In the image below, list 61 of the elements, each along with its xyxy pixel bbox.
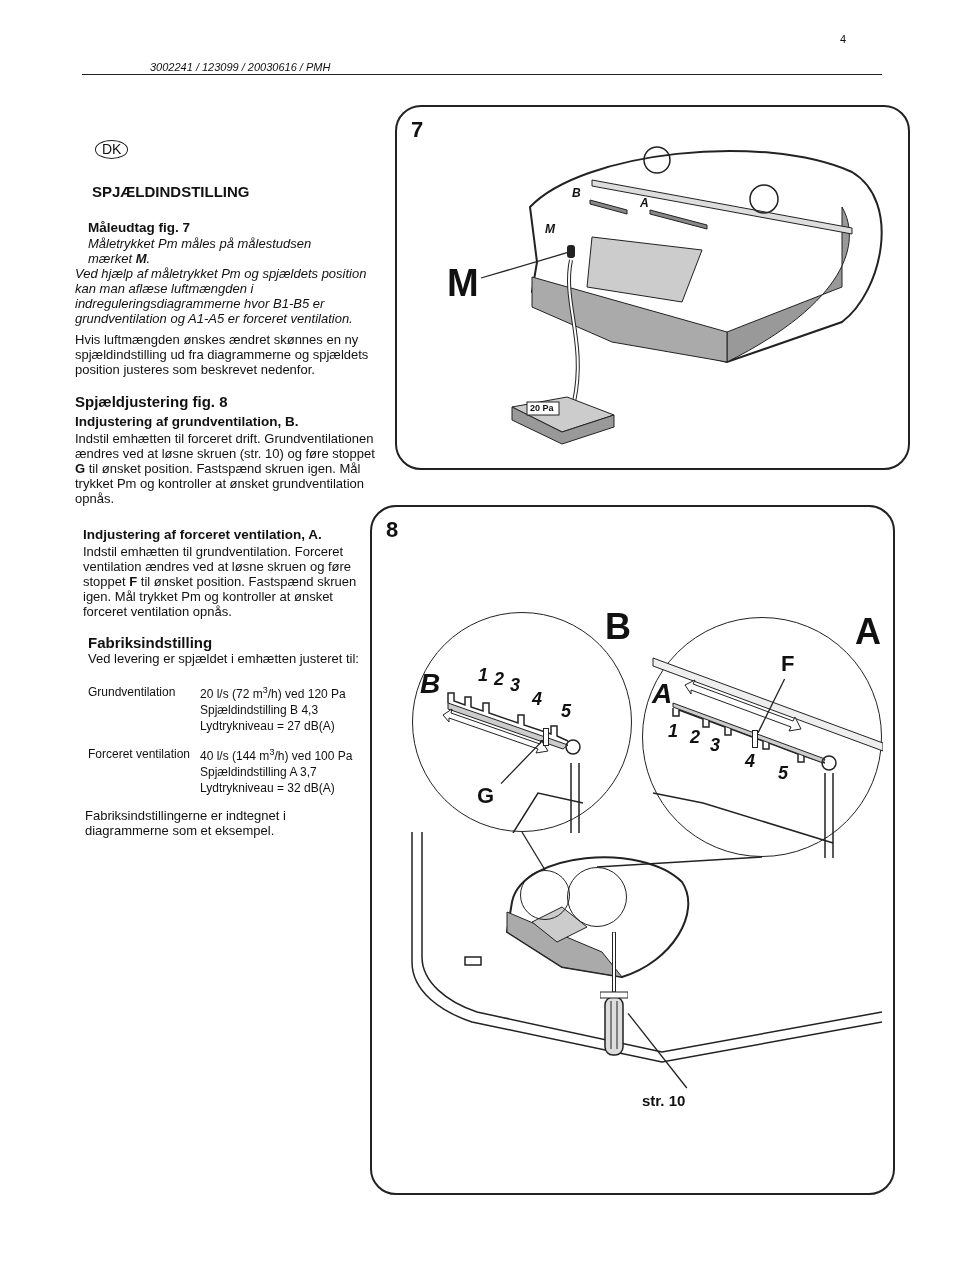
page-title: SPJÆLDINDSTILLING (92, 184, 250, 199)
paragraph: Ved levering er spjældet i emhætten justeret til: (88, 651, 360, 666)
pressure-stud (567, 245, 575, 258)
scale-letter: A (652, 680, 673, 708)
callout-text: str. 10 (642, 1088, 752, 1114)
damper-stop (543, 728, 549, 746)
damper-stop (752, 730, 758, 748)
scale-number: 1 (478, 666, 488, 684)
scale-number: 4 (532, 690, 542, 708)
section-heading: Spjældjustering fig. 8 (75, 394, 228, 409)
scale-number: 3 (710, 736, 720, 754)
document-number: 3002241 / 123099 / 20030616 / PMH (150, 60, 331, 75)
table-cell: Grundventilation (88, 685, 176, 700)
gauge-display-text: 20 Pa (530, 402, 554, 415)
table-cell: 20 l/s (72 m$^{3}$/h) ved 120 Pa (200, 687, 346, 702)
table-cell: Forceret ventilation (88, 747, 191, 762)
paragraph: Ved hjælp af måletrykket Pm og spjældets position kan man aflæse luftmængden i indreguleringsdiagrammerne hvor B1-B5 er grundventilation og A1-A5 er forceret ventilation. (75, 266, 368, 326)
figure-panel (370, 505, 895, 1195)
screwdriver-drawing (600, 932, 628, 1059)
figure-panel (395, 105, 910, 470)
table-cell: 40 l/s (144 m$^{3}$/h) ved 100 Pa (200, 749, 353, 764)
detail-circle (520, 870, 570, 920)
detail-heading: B (605, 609, 631, 645)
paragraph: Hvis luftmængden ønskes ændret skønnes en ny spjældindstilling ud fra diagrammerne og spjældets position justeres som beskrevet nedenfor. (75, 332, 370, 377)
leader-line (500, 739, 544, 785)
scale-letter: B (420, 670, 441, 698)
scale-number: 1 (668, 722, 678, 740)
scale-number: 5 (561, 702, 571, 720)
page-number: 4 (840, 32, 847, 47)
table-cell: Spjældindstilling A 3,7 (200, 765, 317, 780)
scale-number: 2 (494, 670, 504, 688)
section-heading: Måleudtag fig. 7 (88, 220, 190, 235)
callout-letter: F (781, 649, 803, 679)
language-badge: DK (95, 140, 129, 159)
paragraph: Måletrykket Pm måles på målestudsen mærket M. (88, 236, 313, 266)
figure-number: 7 (411, 117, 424, 143)
scale-number: 5 (778, 764, 788, 782)
scale-number: 4 (745, 752, 755, 770)
scale-number: 2 (690, 728, 700, 746)
section-heading: Fabriksindstilling (88, 635, 213, 650)
leader-line (521, 831, 546, 871)
scale-letter: A (640, 196, 649, 211)
table-cell: Lydtrykniveau = 32 dB(A) (200, 781, 335, 796)
scale-letter: M (545, 222, 555, 237)
leader-line (757, 678, 786, 734)
section-heading: Indjustering af grundventilation, B. (75, 414, 299, 429)
table-cell: Spjældindstilling B 4,3 (200, 703, 319, 718)
callout-letter: G (477, 781, 501, 811)
leader-line (627, 1012, 688, 1089)
note-text: Fabriksindstillingerne er indtegnet i diagrammerne som et eksempel. (85, 808, 287, 838)
section-heading: Indjustering af forceret ventilation, A. (83, 527, 322, 542)
scale-number: 3 (510, 676, 520, 694)
figure-number: 8 (386, 517, 399, 543)
table-cell: Lydtrykniveau = 27 dB(A) (200, 719, 335, 734)
leader-line (596, 856, 763, 868)
leader-line (480, 252, 568, 279)
scale-letter: B (572, 186, 581, 201)
paragraph: Indstil emhætten til forceret drift. Grundventilationen ændres ved at løsne skruen (str. 10) og føre stoppet G til ønsket position. Fastspænd skruen igen. Mål trykket Pm og kontroller at ønsket grundventilation opnås. (75, 431, 375, 506)
detail-heading: A (855, 614, 881, 650)
callout-letter: M (447, 262, 481, 304)
paragraph: Indstil emhætten til grundventilation. Forceret ventilation ændres ved at løsne skruen og føre stoppet F til ønsket position. Fastspænd skruen igen. Mål trykket Pm og kontroller at ønsket forceret ventilation opnås. (83, 544, 358, 619)
